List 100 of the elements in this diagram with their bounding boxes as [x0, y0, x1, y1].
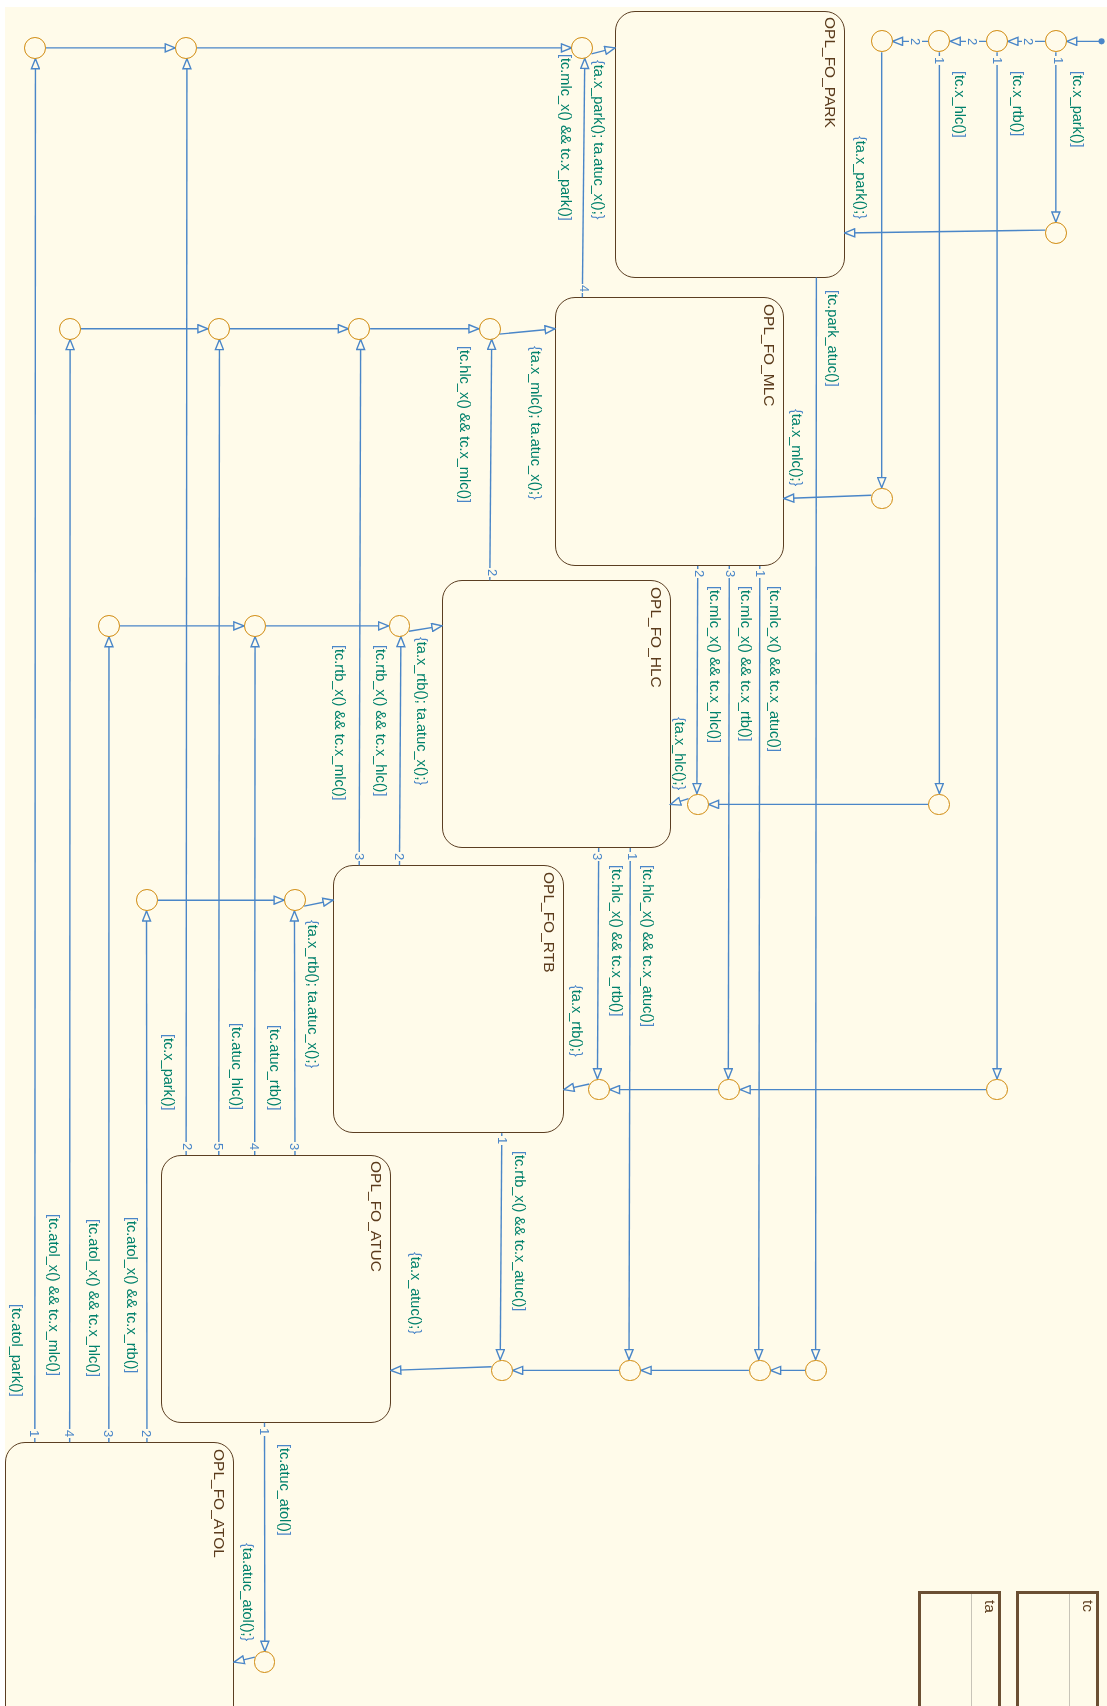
- transition-arrow: [934, 51, 945, 795]
- transition-label: [tc.mlc_x() && tc.x_hlc()]: [707, 585, 724, 743]
- state-box: [5, 1442, 234, 1706]
- transition-arrow: [1051, 51, 1061, 223]
- transition-arrow: [250, 636, 260, 1156]
- transition-label: [tc.x_park()]: [160, 1034, 177, 1111]
- transition-label: [tc.mlc_x() && tc.x_rtb()]: [737, 585, 754, 742]
- transition-label: [tc.rtb_x() && tc.x_hlc()]: [372, 645, 389, 797]
- state-name: OPL_FO_ATOL: [211, 1448, 229, 1558]
- transition-label: {ta.x_rtb(); ta.atuc_x();}: [414, 636, 431, 786]
- transition-arrow: [228, 324, 349, 334]
- transition-arrow: [79, 324, 209, 334]
- execution-order-number: 3: [102, 1429, 116, 1439]
- execution-order-number: 3: [288, 1141, 302, 1151]
- transition-label: [tc.atol_x() && tc.x_mlc()]: [46, 1213, 63, 1376]
- transition-arrow: [511, 1365, 621, 1376]
- transition-arrow: [355, 338, 366, 867]
- transition-arrow: [669, 796, 690, 806]
- transition-arrow: [783, 493, 872, 503]
- transition-label: {ta.x_rtb(); ta.atuc_x();}: [305, 919, 322, 1069]
- transition-label: {ta.x_rtb();}: [568, 985, 585, 1057]
- state-name: OPL_FO_HLC: [647, 586, 665, 688]
- execution-order-number: 2: [392, 852, 406, 862]
- transition-arrow: [390, 1365, 493, 1375]
- transition-label: [tc.atuc_hlc()]: [229, 1023, 246, 1111]
- state-box: [615, 10, 845, 278]
- execution-order-number: 2: [180, 1141, 194, 1151]
- transition-arrow: [303, 897, 334, 907]
- transition-arrow: [369, 324, 480, 334]
- transition-label: [tc.atuc_rtb()]: [267, 1025, 284, 1111]
- transition-arrow: [692, 565, 702, 795]
- transition-arrow: [196, 43, 573, 53]
- transition-arrow: [264, 621, 390, 631]
- transition-arrow: [640, 1365, 750, 1376]
- transition-arrow: [495, 1132, 505, 1361]
- transition-label: [tc.atuc_atol()]: [277, 1444, 294, 1537]
- transition-arrow: [486, 338, 497, 581]
- transition-arrow: [157, 895, 285, 905]
- execution-order-number: 2: [908, 36, 922, 47]
- transition-arrow: [214, 338, 225, 1156]
- function-name: tc: [1079, 1599, 1097, 1612]
- transition-label: [tc.mlc_x() && tc.x_atuc()]: [767, 585, 783, 752]
- transition-arrow: [754, 565, 764, 1361]
- transition-label: [tc.x_rtb()]: [1009, 70, 1026, 136]
- execution-order-number: 2: [965, 36, 979, 47]
- transition-arrow: [45, 43, 176, 53]
- transition-arrow: [260, 1421, 270, 1652]
- transition-arrow: [877, 51, 887, 489]
- transition-arrow: [408, 622, 443, 633]
- transition-label: [tc.x_park()]: [1069, 70, 1086, 148]
- execution-order-number: 1: [258, 1426, 271, 1437]
- execution-order-number: 2: [485, 568, 499, 578]
- execution-order-number: 5: [212, 1141, 226, 1151]
- transition-label: {ta.x_atuc();}: [407, 1251, 424, 1334]
- transition-label: [tc.rtb_x() && tc.x_atuc()]: [512, 1150, 529, 1311]
- transition-arrow: [707, 799, 930, 810]
- transition-arrow: [563, 1082, 591, 1093]
- state-box: [441, 580, 671, 848]
- transition-label: {ta.atuc_atol();}: [240, 1543, 257, 1642]
- state-box: [555, 297, 784, 566]
- execution-order-number: 4: [63, 1429, 77, 1439]
- transition-arrow: [233, 1655, 256, 1665]
- execution-order-number: 2: [1022, 36, 1036, 47]
- transition-label: [tc.hlc_x() && tc.x_mlc()]: [456, 346, 473, 504]
- execution-order-number: 4: [248, 1141, 262, 1151]
- execution-order-number: 2: [140, 1429, 154, 1439]
- transition-arrow: [65, 338, 75, 1443]
- execution-order-number: 3: [723, 569, 737, 579]
- execution-order-number: 1: [932, 56, 946, 66]
- execution-order-number: 1: [496, 1136, 510, 1146]
- execution-order-number: 1: [1051, 56, 1065, 66]
- transition-label: {ta.x_park(); ta.atuc_x();}: [590, 59, 607, 220]
- state-name: OPL_FO_MLC: [760, 303, 778, 407]
- transition-arrow: [739, 1084, 987, 1095]
- state-box: [333, 865, 564, 1134]
- transition-label: {ta.x_mlc();}: [788, 409, 805, 487]
- transition-arrow: [723, 565, 734, 1080]
- execution-order-number: 1: [990, 56, 1004, 66]
- transition-arrow: [624, 847, 634, 1361]
- transition-arrow: [289, 910, 300, 1156]
- transition-arrow: [30, 58, 41, 1443]
- state-box: [161, 1154, 391, 1423]
- transition-label: [tc.atol_park()]: [9, 1304, 26, 1397]
- transition-arrow: [396, 635, 406, 867]
- transition-arrow: [579, 57, 590, 298]
- transition-label: [tc.hlc_x() && tc.x_atuc()]: [639, 865, 656, 1028]
- transition-arrow: [590, 45, 616, 55]
- state-name: OPL_FO_PARK: [821, 17, 839, 129]
- transition-label: [tc.mlc_x() && tc.x_park()]: [558, 54, 574, 222]
- transition-arrow: [810, 276, 821, 1361]
- execution-order-number: 1: [625, 852, 639, 862]
- execution-order-number: 3: [591, 852, 605, 862]
- transition-arrow: [592, 847, 603, 1080]
- execution-order-number: 2: [693, 569, 707, 579]
- transition-arrow: [608, 1084, 720, 1095]
- transition-label: [tc.hlc_x() && tc.x_rtb()]: [609, 865, 626, 1017]
- transition-label: {ta.x_park();}: [853, 136, 869, 220]
- function-box: [1015, 1591, 1100, 1706]
- transition-label: [tc.atol_x() && tc.x_hlc()]: [85, 1219, 102, 1378]
- transition-arrow: [1066, 36, 1105, 47]
